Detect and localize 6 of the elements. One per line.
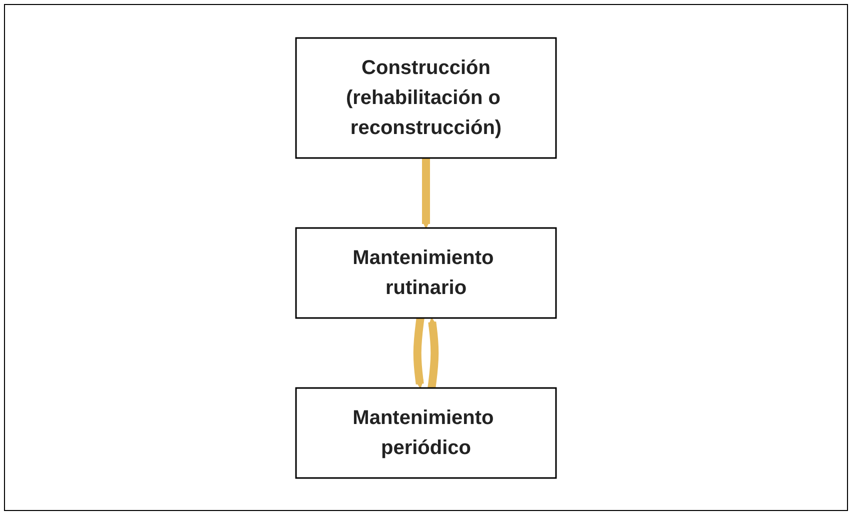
node-box: Mantenimiento rutinario [295,226,557,318]
node-box: Mantenimiento periódico [295,386,557,478]
node-box: Construcción (rehabilitación o reconstrucción) [295,36,557,158]
arrow [428,317,439,388]
arrow [413,317,424,388]
arrow [422,158,430,228]
